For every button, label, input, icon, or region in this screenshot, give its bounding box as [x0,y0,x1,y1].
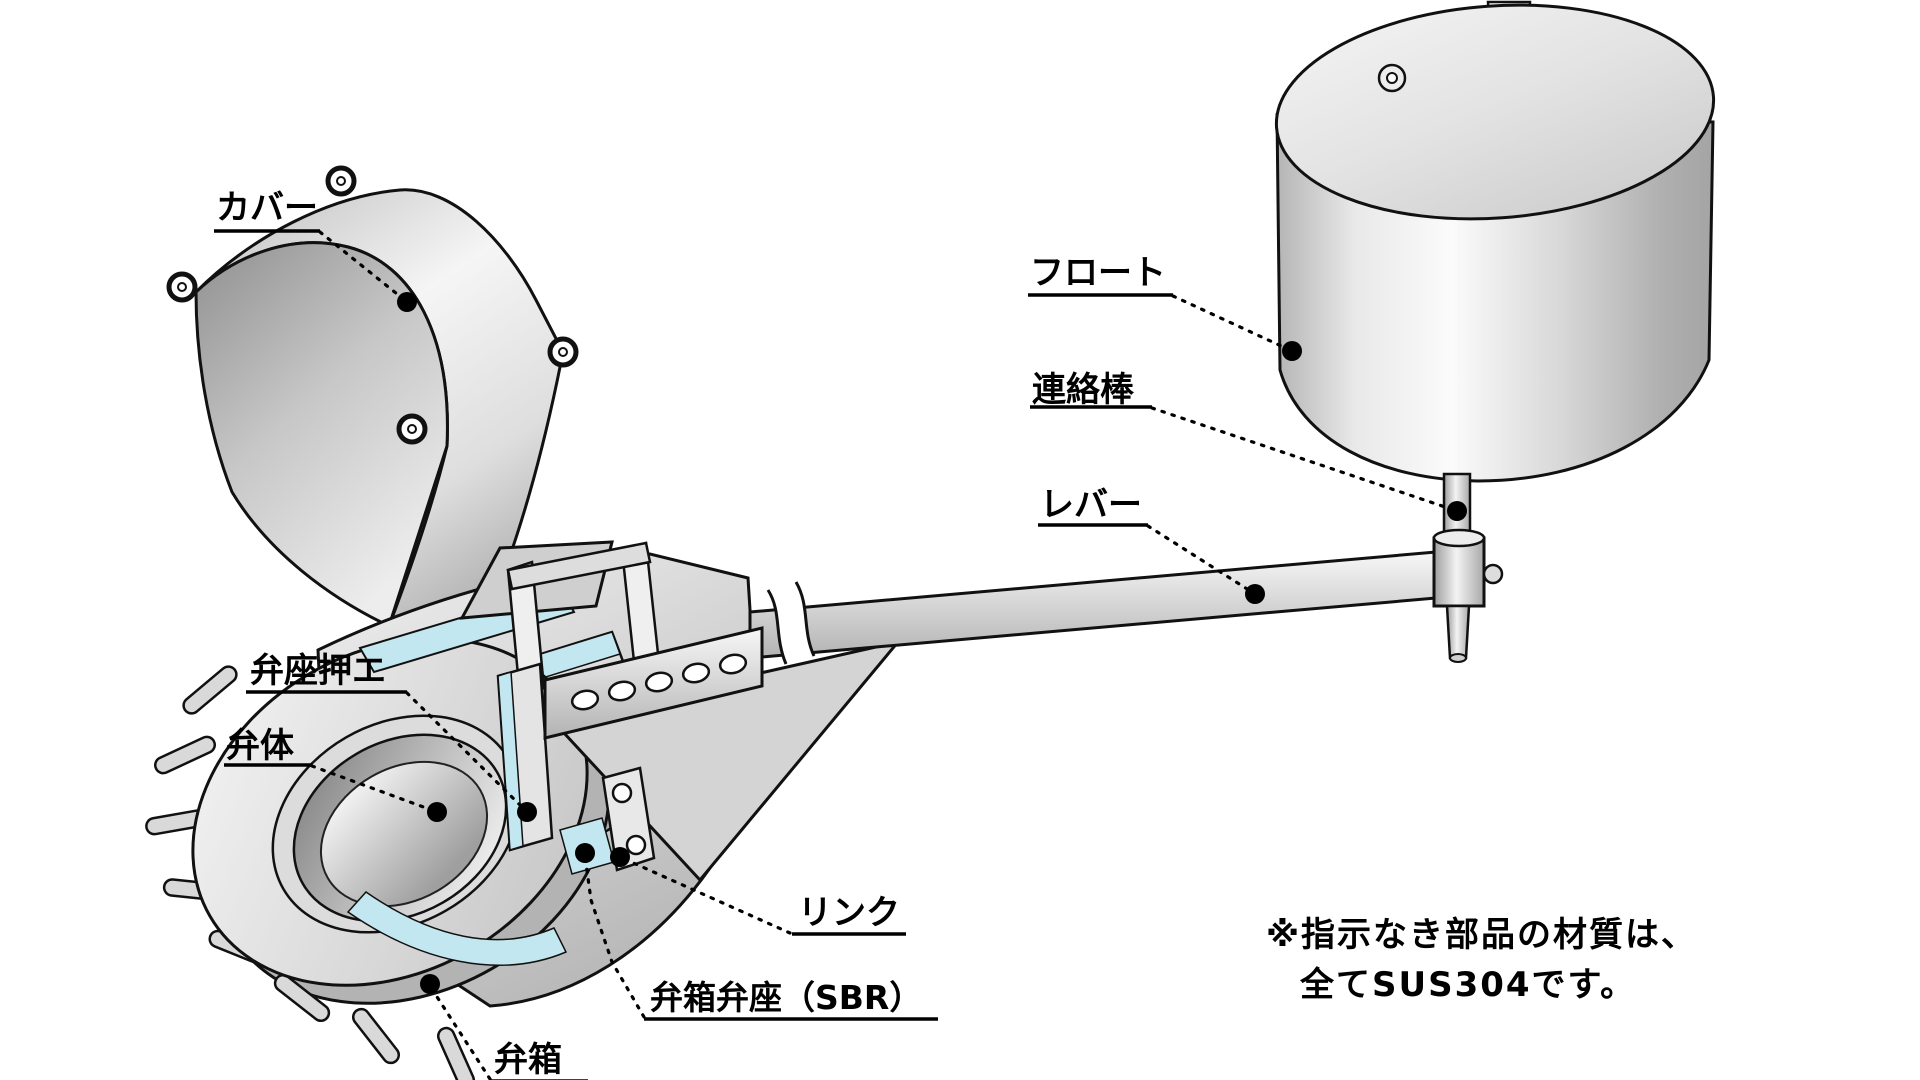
eyebolt-hole [177,282,187,292]
leader-dot-link [610,847,630,867]
leader-valve-box-seat [583,854,646,1019]
strap-hole [607,680,637,702]
leader-seat-retainer [405,691,529,814]
lever-break-line-right [794,581,816,657]
strap-hole [570,689,600,711]
label-seat-retainer: 弁座押エ [250,651,386,691]
flange-bolt [351,1007,401,1065]
link-part [601,766,656,872]
leader-dot-seat-retainer [517,802,537,822]
label-link: リンク [798,893,900,933]
flange-bolt [273,973,331,1023]
cover-inner-surface [194,241,449,629]
label-float: フロート [1030,253,1166,293]
label-cover: カバー [216,188,318,228]
material-note-line2: 全てSUS304です。 [1299,965,1636,1005]
part-labels: カバー フロート 連絡棒 レバー 弁座押エ 弁体 リンク 弁箱弁座（SBR） 弁… [214,188,1173,1080]
material-note-line1: ※指示なき部品の材質は、 [1266,915,1697,955]
leader-lever [1146,524,1257,596]
label-valve-disc: 弁体 [226,726,294,766]
label-valve-box-seat: 弁箱弁座（SBR） [650,978,922,1017]
lever-break-line-left [766,589,788,665]
strap-hole [644,671,674,693]
bore-inner-wall [319,760,489,908]
strap-hole [718,653,748,675]
leader-dot-valve-disc [427,802,447,822]
eyebolt-hole [407,424,417,434]
label-lever: レバー [1040,485,1142,525]
leader-lines [310,230,1459,1080]
leader-dot-connecting-rod [1447,501,1467,521]
eyebolt-hole [558,347,568,357]
leader-float [1171,294,1294,353]
label-valve-box: 弁箱 [494,1040,562,1080]
rod-lower-end [1449,653,1467,663]
flange-bolts [145,665,476,1080]
clamp-set-bolt [1482,563,1504,585]
seat-cut-band-bottom [346,891,568,966]
leader-valve-box [428,984,492,1080]
eyebolt-hole [336,176,346,186]
leader-connecting-rod [1150,406,1459,513]
label-connecting-rod: 連絡棒 [1032,370,1135,410]
bracket-crossbar [506,541,652,591]
flange-bolt [182,665,238,715]
leader-dot-cover [397,292,417,312]
eyebolt-icon [547,336,579,368]
float-top-face [1274,3,1716,221]
rod-clamp-top [1432,528,1486,548]
leader-dot-float [1282,341,1302,361]
link-pin-top [611,782,633,804]
eyebolt-icon [325,165,357,197]
float-illustration [1274,0,1716,483]
leader-cover [318,230,409,304]
cover-illustration [166,165,579,647]
leader-valve-disc [310,764,439,814]
leader-dot-valve-box [420,974,440,994]
leader-dot-lever [1245,584,1265,604]
lever-illustration [543,472,1504,740]
rod-clamp [1432,536,1486,608]
lever-strap-holes [570,653,748,711]
leader-link [618,855,792,935]
lever-bar [748,550,1438,660]
material-note: ※指示なき部品の材質は、 全てSUS304です。 [1266,915,1697,1005]
eyebolt-icon [396,413,428,445]
flange-bolt [436,1026,476,1080]
eyebolt-icon [166,271,198,303]
strap-hole [681,662,711,684]
connecting-rod-lower [1445,604,1471,660]
leader-dot-valve-box-seat [575,843,595,863]
link-pin-bottom [625,834,647,856]
flange-bolt [153,735,217,775]
float-top-screw-slot [1386,72,1398,84]
leader-dots [397,292,1467,994]
